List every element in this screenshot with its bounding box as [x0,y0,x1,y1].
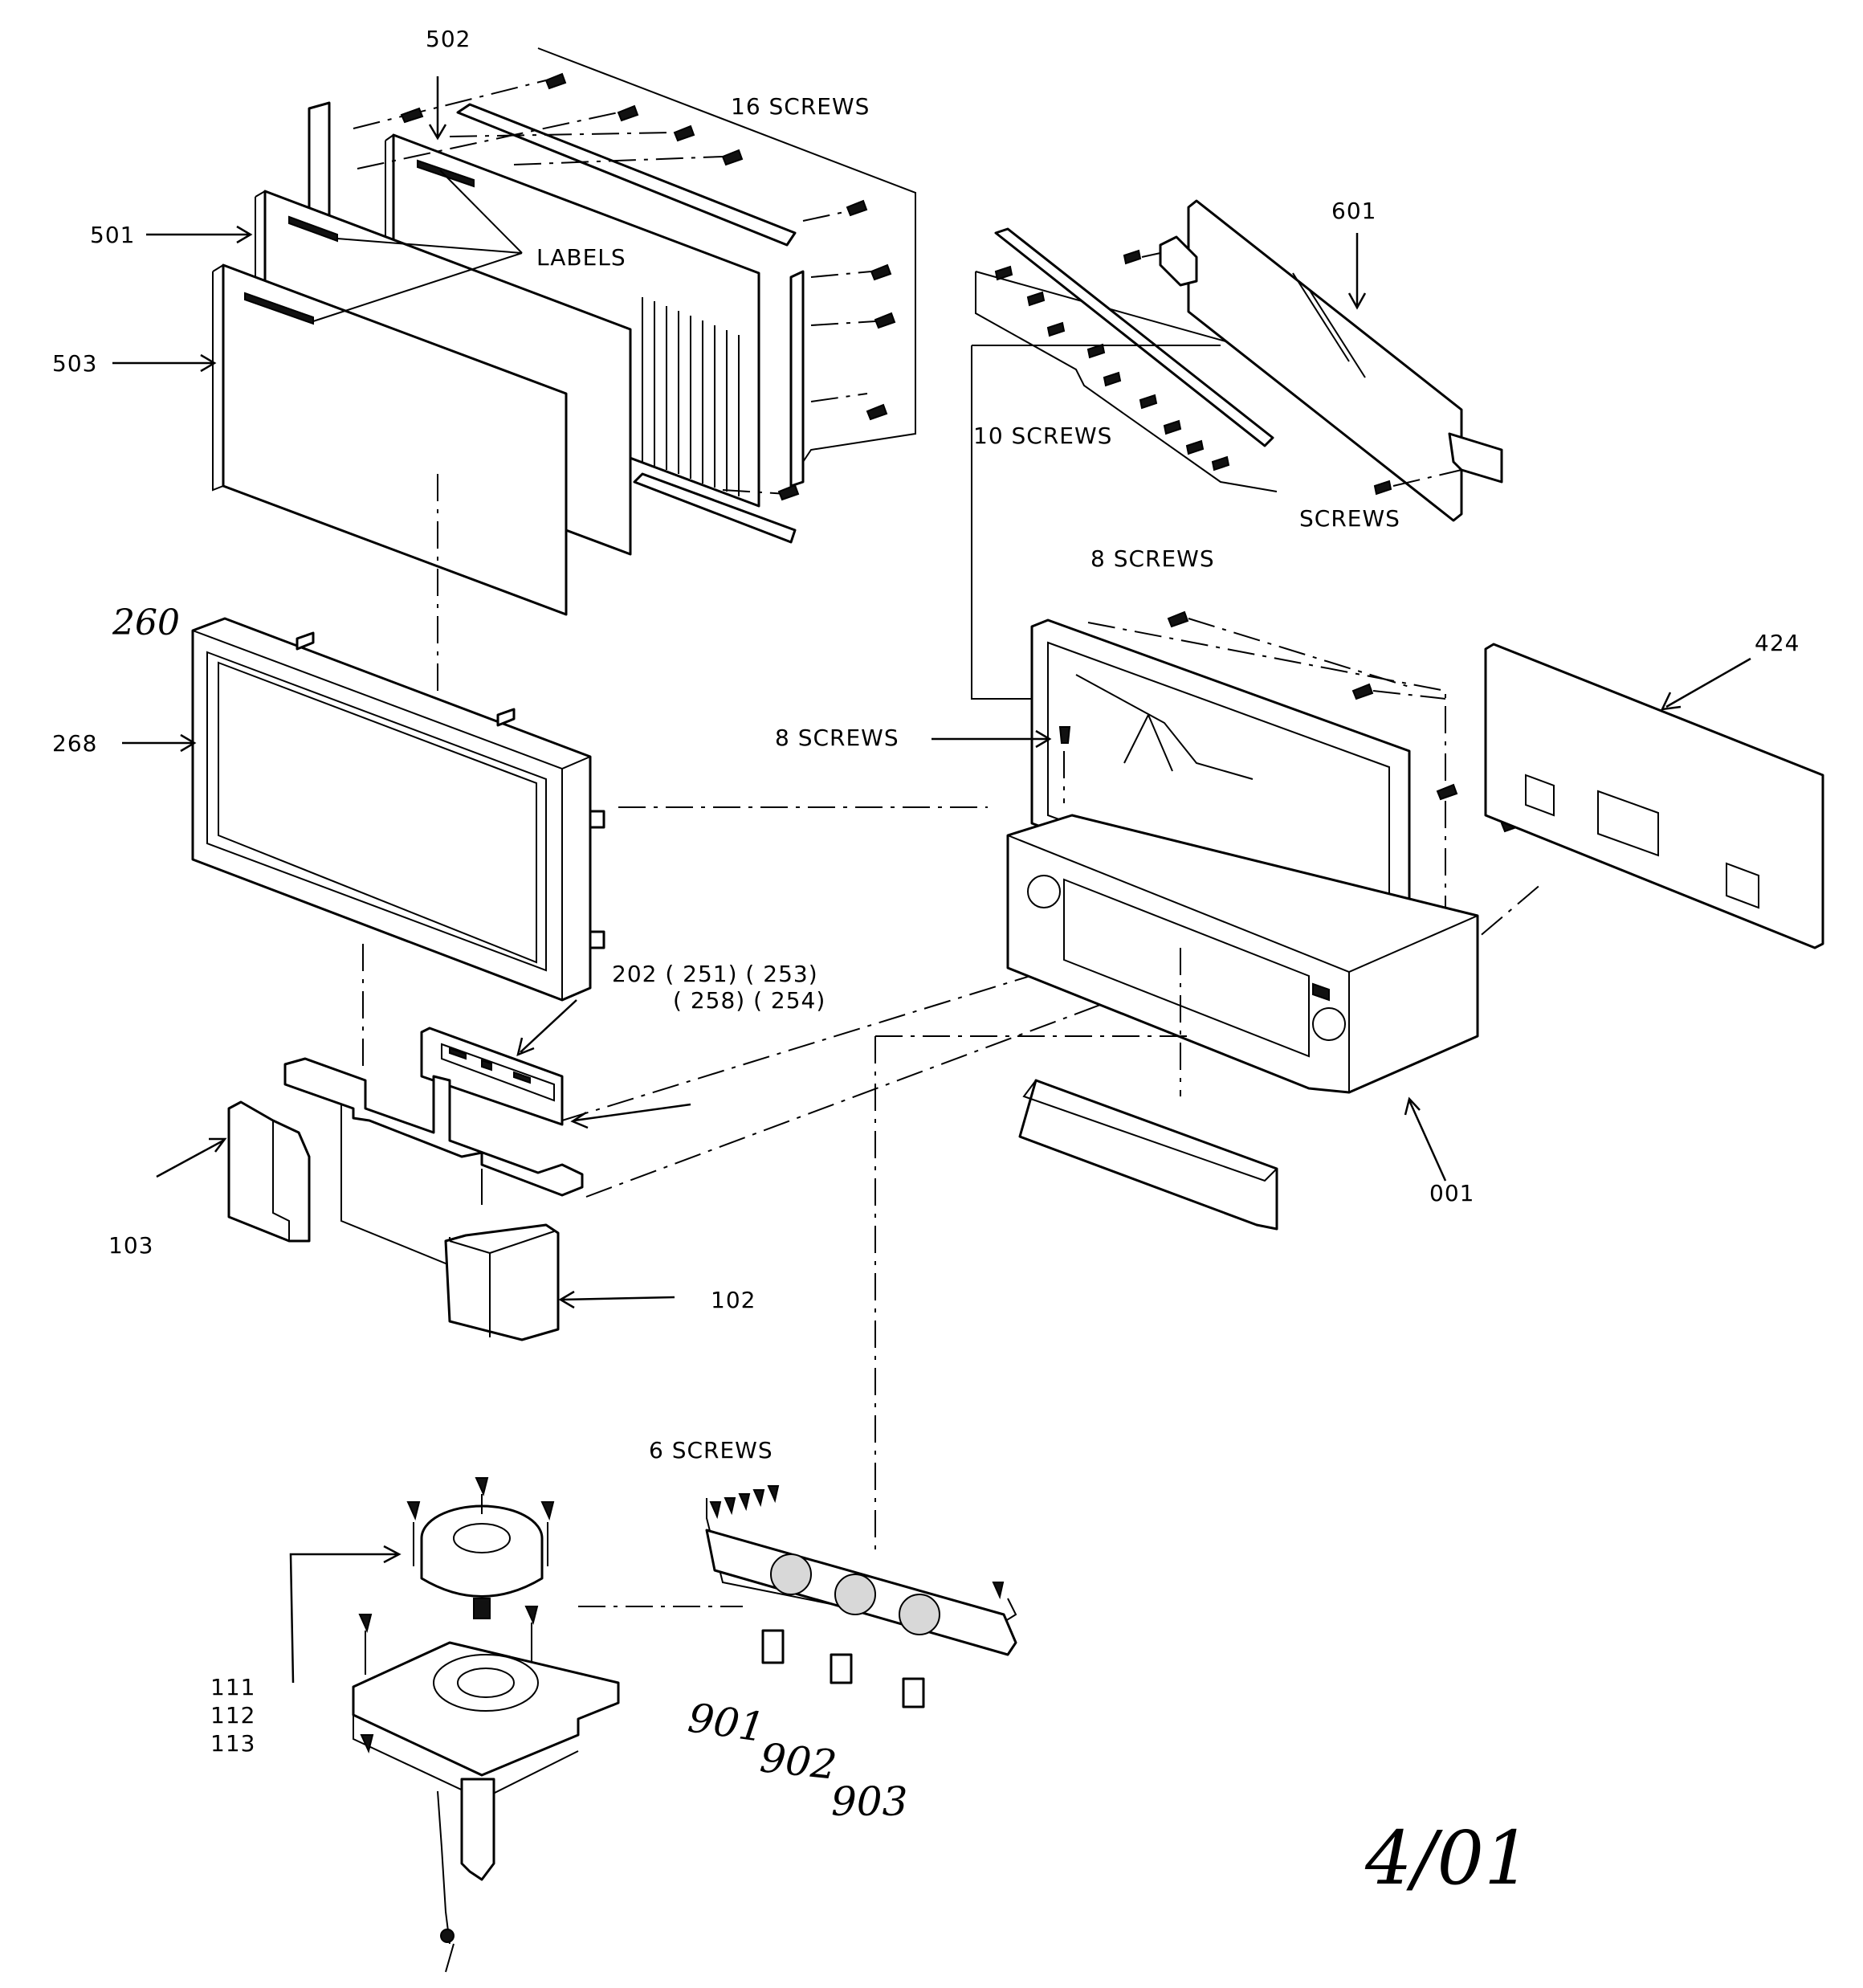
label-601: 601 [1331,198,1376,224]
crt-deflection-assembly [289,1477,620,1973]
label-902: 902 [758,1734,839,1789]
label-8-screws-top: 8 SCREWS [1090,545,1215,572]
label-503: 503 [52,350,97,377]
label-901: 901 [685,1694,768,1751]
cabinet-001 [875,610,1824,1231]
label-10-screws: 10 SCREWS [973,423,1112,449]
label-date: 4/01 [1364,1815,1531,1901]
label-sticker [417,159,475,188]
label-502: 502 [426,26,471,52]
screw-icon [994,265,1392,496]
screw-icon [1058,610,1523,833]
label-102: 102 [711,1287,756,1313]
label-501: 501 [90,222,135,248]
mirror-assembly-601 [971,199,1503,700]
screw-icon [358,1477,555,1754]
label-202-line2: ( 258) ( 254) [673,987,826,1014]
label-903: 903 [831,1778,907,1825]
screw-icon [709,1485,1005,1600]
label-sticker [244,292,314,325]
label-001: 001 [1429,1180,1474,1206]
label-16-screws: 16 SCREWS [731,93,870,120]
label-424: 424 [1755,630,1800,656]
label-sticker [288,215,338,243]
label-268: 268 [52,730,97,757]
screw-icon [400,72,896,501]
label-113: 113 [210,1730,255,1757]
label-screws: SCREWS [1299,505,1400,532]
label-labels: LABELS [536,244,626,271]
screen-assembly [112,47,916,691]
label-6-screws: 6 SCREWS [649,1437,773,1463]
label-111: 111 [210,1674,255,1700]
control-panel-parts [156,935,1189,1341]
lens-assembly [578,1036,1017,1708]
lenticular-lines [642,297,740,496]
label-112: 112 [210,1702,255,1729]
label-8-screws-left: 8 SCREWS [775,725,899,751]
label-260: 260 [112,602,180,643]
label-103: 103 [108,1232,153,1259]
front-frame-268 [122,617,988,1068]
label-202-line1: 202 ( 251) ( 253) [612,961,818,987]
